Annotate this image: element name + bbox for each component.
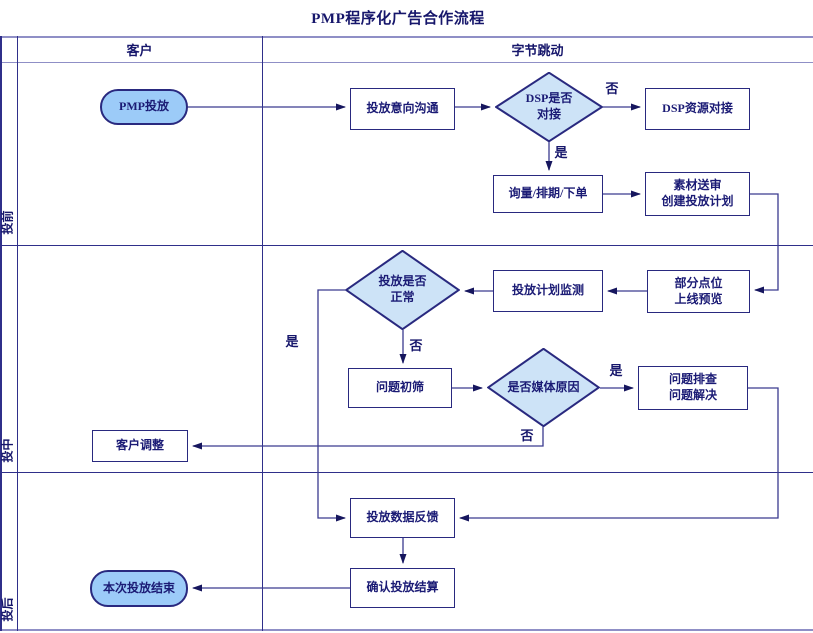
column-header-bytedance: 字节跳动 <box>511 43 564 58</box>
diagram-title: PMP程序化广告合作流程 <box>311 11 485 27</box>
node-label: 上线预览 <box>674 291 723 306</box>
header-underline <box>0 62 813 63</box>
node-label: 问题排查 <box>668 372 717 387</box>
column-header-customer: 客户 <box>126 43 153 58</box>
lane-rail-divider <box>17 36 18 631</box>
node-dsp-decision: DSP是否 对接 <box>495 72 603 142</box>
node-label: 素材送审 <box>673 178 722 193</box>
edge-label-dsp-yes: 是 <box>552 145 570 161</box>
lane-divider-pre-mid <box>0 245 813 246</box>
node-label: 投放意向沟通 <box>366 101 439 116</box>
node-dsp-connect: DSP资源对接 <box>645 88 750 130</box>
edge-label-media-yes: 是 <box>607 363 625 379</box>
node-data-feedback: 投放数据反馈 <box>350 498 455 538</box>
node-label: 询量/排期/下单 <box>508 186 588 201</box>
table-bottom-border <box>0 629 813 631</box>
node-label: 创建投放计划 <box>661 194 734 208</box>
diamond-shape <box>487 348 600 427</box>
node-preview-online: 部分点位 上线预览 <box>647 270 750 313</box>
edge-label-media-no: 否 <box>518 428 536 444</box>
node-label: 是否媒体原因 <box>507 379 580 394</box>
node-label: DSP资源对接 <box>662 101 733 116</box>
table-top-border <box>0 36 813 38</box>
node-inquiry-order: 询量/排期/下单 <box>493 175 603 213</box>
node-label: 问题解决 <box>668 388 717 402</box>
node-label: 问题初筛 <box>375 380 424 395</box>
node-customer-adjust: 客户调整 <box>92 430 188 462</box>
node-pmp-start: PMP投放 <box>100 89 188 125</box>
node-issue-screening: 问题初筛 <box>348 368 452 408</box>
edge-label-ok-yes: 是 <box>283 334 301 350</box>
node-intent-comm: 投放意向沟通 <box>350 88 455 130</box>
node-issue-resolve: 问题排查 问题解决 <box>638 366 748 410</box>
table-left-border <box>0 36 2 631</box>
diamond-shape <box>345 250 460 330</box>
node-label: 投放是否 <box>378 274 427 289</box>
edge-label-ok-no: 否 <box>407 338 425 354</box>
node-delivery-ok-decision: 投放是否 正常 <box>345 250 460 330</box>
node-label: 本次投放结束 <box>102 580 175 595</box>
node-label: 投放计划监测 <box>511 283 584 298</box>
node-label: 投放数据反馈 <box>366 510 439 525</box>
column-divider <box>262 36 263 631</box>
lane-divider-mid-post <box>0 472 813 473</box>
node-plan-monitor: 投放计划监测 <box>493 270 603 312</box>
node-label: 客户调整 <box>115 438 164 453</box>
node-material-review: 素材送审 创建投放计划 <box>645 172 750 216</box>
node-label: 正常 <box>390 290 415 304</box>
node-confirm-settlement: 确认投放结算 <box>350 568 455 608</box>
node-label: PMP投放 <box>119 99 169 114</box>
node-end: 本次投放结束 <box>90 570 188 607</box>
node-label: 确认投放结算 <box>366 580 439 595</box>
node-label: 对接 <box>536 107 561 121</box>
node-label: 部分点位 <box>674 275 723 290</box>
edge-label-dsp-no: 否 <box>603 81 621 97</box>
diamond-shape <box>495 72 603 142</box>
node-media-cause-decision: 是否媒体原因 <box>487 348 600 427</box>
node-label: DSP是否 <box>525 91 573 106</box>
